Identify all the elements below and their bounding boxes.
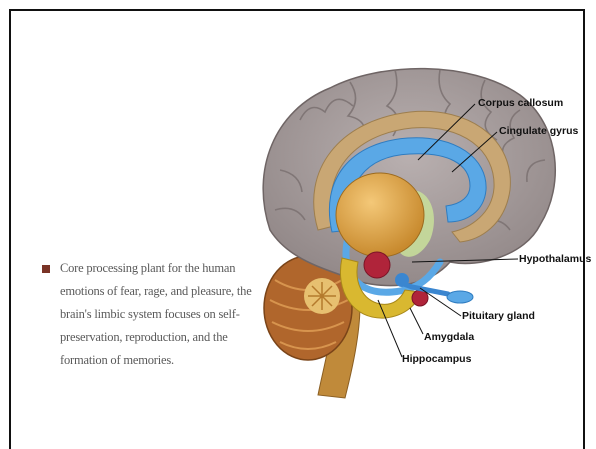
label-amygdala: Amygdala	[424, 331, 474, 343]
pituitary-gland	[447, 291, 473, 303]
mammillary-body	[395, 273, 409, 287]
amygdala	[364, 252, 390, 278]
label-hypothalamus: Hypothalamus	[519, 253, 592, 265]
thalamus	[336, 173, 424, 257]
label-pituitary-gland: Pituitary gland	[462, 310, 535, 322]
label-cingulate-gyrus: Cingulate gyrus	[499, 125, 579, 137]
label-corpus-callosum: Corpus callosum	[478, 97, 563, 109]
label-hippocampus: Hippocampus	[402, 353, 472, 365]
